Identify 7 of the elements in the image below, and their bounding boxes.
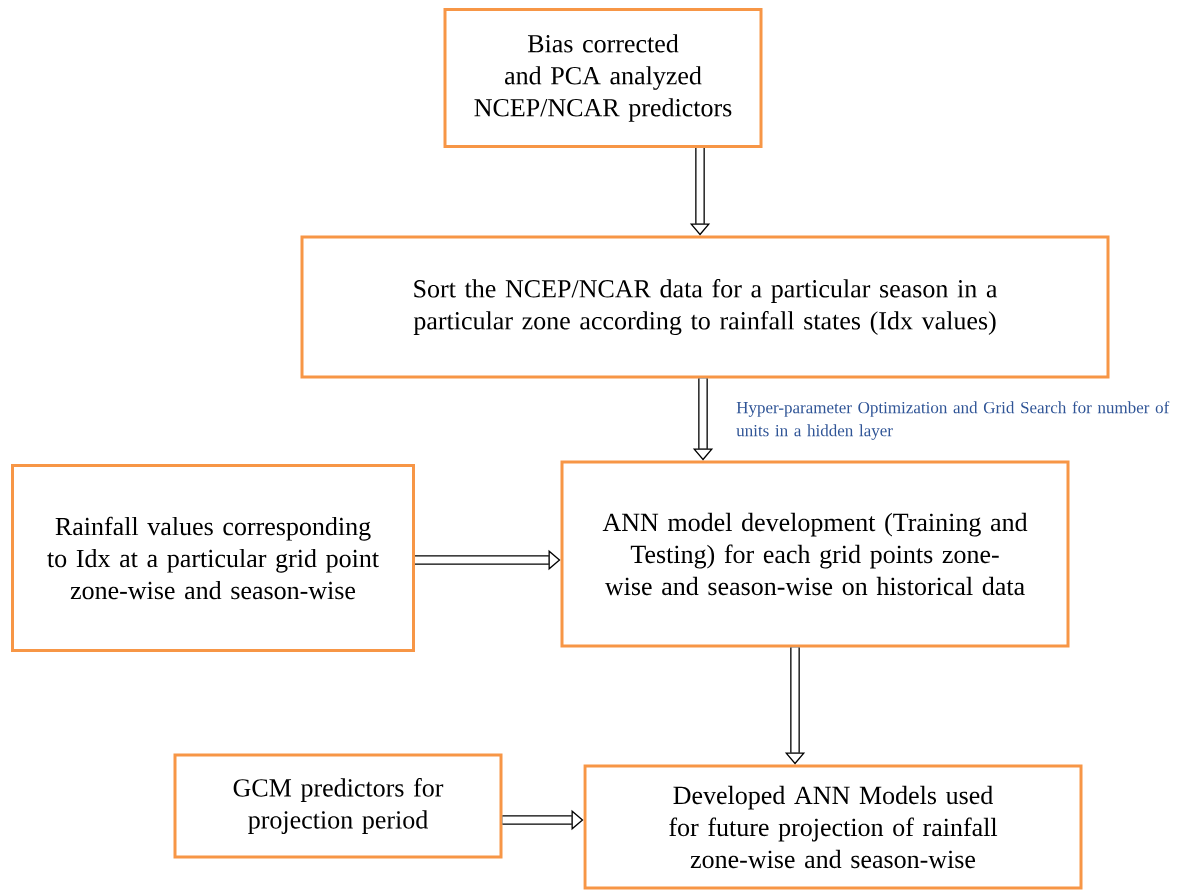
process-box: GCM predictors for projection period bbox=[173, 753, 503, 859]
process-box: Developed ANN Models used for future projection of rainfall zone-wise and season-wise bbox=[583, 764, 1083, 890]
process-box: Sort the NCEP/NCAR data for a particular season in a particular zone according to rainfall states (Idx values) bbox=[300, 235, 1110, 379]
edge-label: Hyper-parameter Optimization and Grid Search for number of units in a hidden layer bbox=[735, 400, 1178, 441]
process-box: Rainfall values corresponding to Idx at a particular grid point zone-wise and season-wise bbox=[11, 464, 415, 652]
process-box: Bias corrected and PCA analyzed NCEP/NCAR predictors bbox=[443, 8, 763, 148]
process-box: ANN model development (Training and Testing) for each grid points zone-wise and season-wise on historical data bbox=[560, 460, 1070, 648]
